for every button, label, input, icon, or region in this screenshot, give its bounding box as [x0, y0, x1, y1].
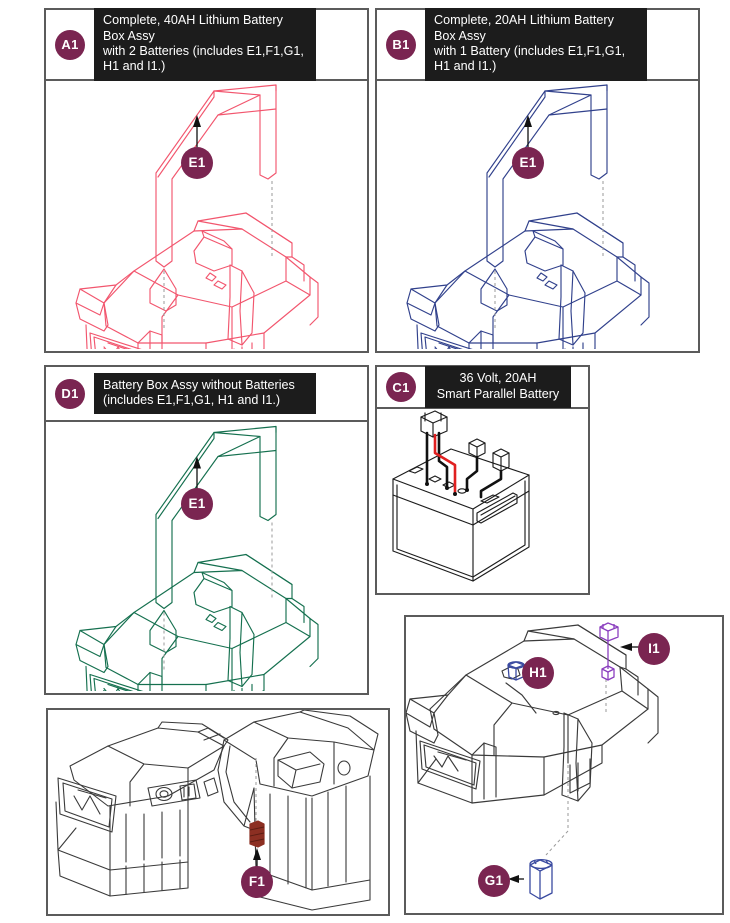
panel-hardware: I1 H1 G1: [404, 615, 724, 915]
badge-c1: C1: [386, 372, 416, 402]
panel-b1: B1 Complete, 20AH Lithium Battery Box As…: [375, 8, 700, 353]
panel-f1: F1: [46, 708, 390, 916]
panel-d1: D1 Battery Box Assy without Batteries (i…: [44, 365, 369, 695]
panel-a1-header: A1 Complete, 40AH Lithium Battery Box As…: [44, 8, 369, 81]
panel-d1-header: D1 Battery Box Assy without Batteries (i…: [44, 365, 369, 422]
panel-c1: C1 36 Volt, 20AH Smart Parallel Battery: [375, 365, 590, 595]
callout-badge-h1: H1: [522, 657, 554, 689]
panel-d1-title: Battery Box Assy without Batteries (incl…: [94, 372, 316, 415]
battery-box-illustration-a1: [75, 84, 319, 349]
callout-badge-g1: G1: [478, 865, 510, 897]
panel-a1-body: E1: [44, 81, 369, 353]
callout-badge-e1-b1: E1: [512, 147, 544, 179]
panel-c1-title: 36 Volt, 20AH Smart Parallel Battery: [425, 366, 571, 408]
panel-a1-title: Complete, 40AH Lithium Battery Box Assy …: [94, 8, 316, 81]
callout-badge-i1: I1: [638, 633, 670, 665]
badge-d1: D1: [55, 378, 85, 409]
panel-d1-body: E1: [44, 422, 369, 695]
badge-b1: B1: [386, 29, 416, 60]
panel-b1-header: B1 Complete, 20AH Lithium Battery Box As…: [375, 8, 700, 81]
battery-box-pair-illustration: [55, 710, 379, 911]
badge-a1: A1: [55, 29, 85, 60]
callout-badge-e1-d1: E1: [181, 488, 213, 520]
panel-a1: A1 Complete, 40AH Lithium Battery Box As…: [44, 8, 369, 353]
callout-badge-e1-a1: E1: [181, 147, 213, 179]
panel-c1-header: C1 36 Volt, 20AH Smart Parallel Battery: [375, 365, 590, 409]
panel-b1-body: E1: [375, 81, 700, 353]
panel-c1-body: [375, 409, 590, 595]
callout-badge-f1: F1: [241, 866, 273, 898]
battery-box-illustration-d1: [75, 425, 319, 691]
smart-parallel-battery-illustration: [392, 410, 530, 582]
panel-b1-title: Complete, 20AH Lithium Battery Box Assy …: [425, 8, 647, 81]
battery-box-illustration-b1: [406, 84, 650, 349]
battery-box-hardware-illustration: [406, 622, 659, 900]
